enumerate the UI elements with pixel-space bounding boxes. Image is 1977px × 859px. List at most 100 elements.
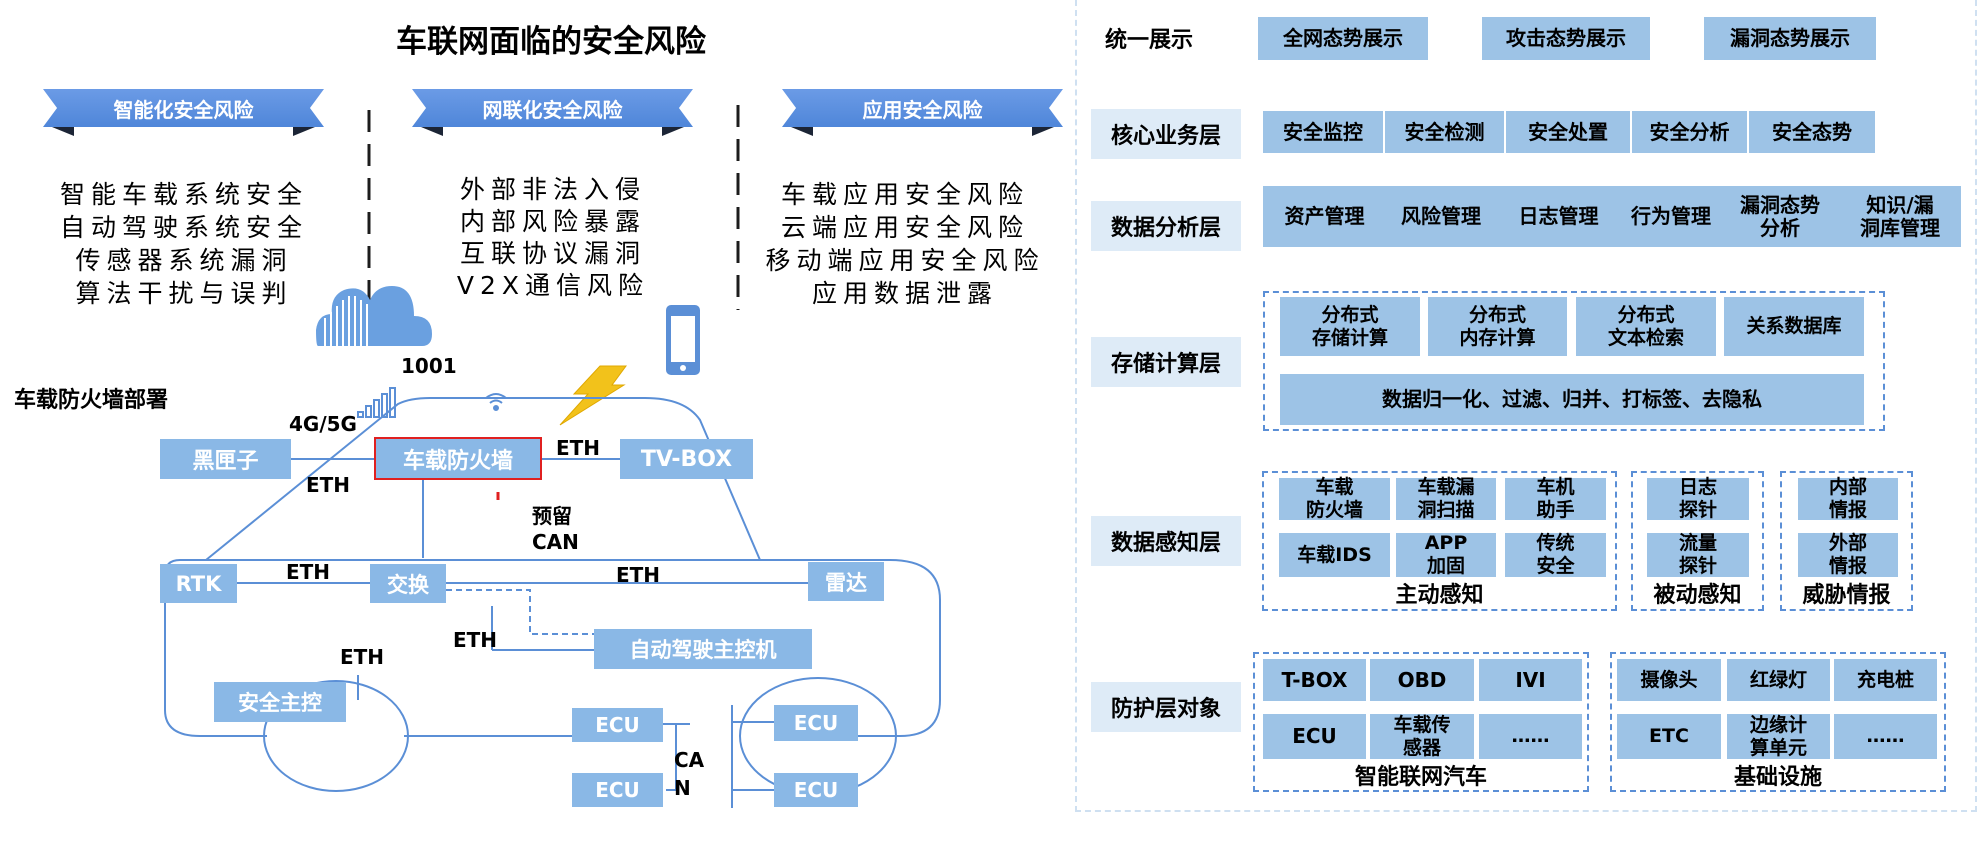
risk-item: 互联协议漏洞: [459, 239, 646, 268]
switch-box: 交换: [370, 564, 446, 603]
vehicle-group: [1253, 652, 1589, 792]
eth-label: ETH: [286, 560, 331, 584]
eth-label: ETH: [453, 628, 498, 652]
vehicle-cell: 车载传 感器: [1370, 714, 1474, 759]
eth-label: ETH: [556, 436, 601, 460]
display-cell: 攻击态势展示: [1482, 17, 1650, 60]
eth-label: ETH: [306, 473, 351, 497]
banner-network-label: 网联化安全风险: [412, 89, 693, 127]
passive-perception-group: [1631, 471, 1764, 611]
vehicle-group-title: 智能联网汽车: [1354, 765, 1487, 790]
layer-label-analysis: 数据分析层: [1091, 201, 1241, 251]
active-cell: 传统 安全: [1505, 532, 1606, 577]
wifi-icon: [485, 393, 507, 411]
risk-item: 云端应用安全风险: [780, 213, 1029, 242]
display-cell: 全网态势展示: [1258, 17, 1428, 60]
blackbox-box: 黑匣子: [160, 439, 291, 479]
active-perception-group: [1262, 471, 1617, 611]
risk-item: 传感器系统漏洞: [75, 246, 293, 275]
infra-cell: 红绿灯: [1727, 659, 1830, 701]
layer-label-core: 核心业务层: [1091, 109, 1241, 159]
layer-label-protection: 防护层对象: [1091, 682, 1241, 732]
vehicle-cell: OBD: [1370, 659, 1474, 701]
core-cell: 安全监控: [1263, 111, 1383, 153]
core-cell: 安全处置: [1506, 111, 1630, 153]
active-cell: 车载IDS: [1279, 533, 1390, 577]
layer-label-perception: 数据感知层: [1091, 516, 1241, 566]
reserve-can-label: 预留 CAN: [532, 504, 579, 554]
rtk-box: RTK: [160, 564, 237, 603]
firewall-box: 车载防火墙: [374, 437, 542, 480]
vehicle-cell: ECU: [1263, 714, 1366, 759]
infra-cell: ……: [1834, 714, 1937, 759]
risk-list-intelligent: 智能车载系统安全 自动驾驶系统安全 传感器系统漏洞 算法干扰与误判: [34, 178, 334, 310]
storage-cell: 分布式 文本检索: [1576, 297, 1716, 356]
analysis-cell: 知识/漏 洞库管理: [1839, 186, 1961, 247]
infra-cell: ETC: [1617, 714, 1721, 759]
active-cell: 车载漏 洞扫描: [1396, 476, 1496, 521]
signal-icon: [357, 387, 396, 418]
ecu-box: ECU: [774, 773, 858, 807]
core-cell: 安全检测: [1385, 111, 1504, 153]
network-label: 4G/5G: [289, 412, 357, 436]
lightning-icon: [559, 365, 627, 426]
storage-cell: 关系数据库: [1724, 297, 1864, 356]
passive-cell: 日志 探针: [1647, 476, 1749, 521]
banner-intelligent: 智能化安全风险: [43, 89, 324, 136]
active-cell: APP 加固: [1396, 532, 1496, 577]
phone-icon: [666, 305, 700, 375]
passive-perception-title: 被动感知: [1653, 583, 1742, 608]
risk-list-network: 外部非法入侵 内部风险暴露 互联协议漏洞 V2X通信风险: [403, 174, 703, 302]
adas-host-box: 自动驾驶主控机: [594, 629, 812, 669]
risk-item: 算法干扰与误判: [75, 279, 293, 308]
analysis-cell: 风险管理: [1386, 186, 1496, 247]
page-title: 车联网面临的安全风险: [396, 24, 706, 60]
storage-cell: 分布式 内存计算: [1428, 297, 1567, 356]
active-cell: 车载 防火墙: [1279, 476, 1390, 521]
storage-cell: 分布式 存储计算: [1280, 297, 1420, 356]
core-cell: 安全态势: [1749, 111, 1875, 153]
risk-item: 车载应用安全风险: [780, 180, 1029, 209]
infrastructure-group: [1610, 652, 1946, 792]
eth-label: ETH: [340, 645, 385, 669]
banner-application: 应用安全风险: [782, 89, 1063, 136]
active-cell: 车机 助手: [1505, 476, 1606, 521]
infra-cell: 充电桩: [1834, 659, 1937, 701]
vehicle-cell: IVI: [1479, 659, 1582, 701]
vehicle-cell: T-BOX: [1263, 659, 1366, 701]
can-bus-label: CA N: [674, 748, 705, 800]
banner-application-label: 应用安全风险: [782, 89, 1063, 127]
passive-cell: 流量 探针: [1647, 532, 1749, 577]
layer-label-display: 统一展示: [1104, 28, 1193, 53]
infrastructure-group-title: 基础设施: [1733, 765, 1822, 790]
active-perception-title: 主动感知: [1395, 583, 1484, 608]
banner-network: 网联化安全风险: [412, 89, 693, 136]
analysis-cell: 行为管理: [1621, 186, 1721, 247]
ecu-box: ECU: [774, 705, 858, 741]
eth-label: ETH: [616, 563, 661, 587]
risk-item: 移动端应用安全风险: [765, 246, 1045, 275]
tvbox-box: TV-BOX: [620, 439, 753, 479]
threat-intel-title: 威胁情报: [1802, 583, 1891, 608]
core-cell: 安全分析: [1632, 111, 1747, 153]
cloud-icon: [316, 286, 432, 346]
analysis-cell: 漏洞态势 分析: [1721, 186, 1839, 247]
analysis-cell: 资产管理: [1263, 186, 1386, 247]
vehicle-cell: ……: [1479, 714, 1582, 759]
safety-controller-box: 安全主控: [214, 682, 346, 722]
ecu-box: ECU: [572, 708, 663, 742]
layer-label-storage: 存储计算层: [1091, 337, 1241, 387]
infra-cell: 摄像头: [1617, 659, 1721, 701]
radar-box: 雷达: [808, 562, 884, 601]
intel-cell: 内部 情报: [1798, 476, 1898, 521]
risk-list-application: 车载应用安全风险 云端应用安全风险 移动端应用安全风险 应用数据泄露: [745, 178, 1065, 310]
num-label: 1001: [401, 354, 457, 378]
storage-wide-cell: 数据归一化、过滤、归并、打标签、去隐私: [1280, 374, 1864, 425]
risk-item: 应用数据泄露: [811, 279, 998, 308]
risk-item: 自动驾驶系统安全: [59, 213, 308, 242]
analysis-cell: 日志管理: [1496, 186, 1621, 247]
infra-cell: 边缘计 算单元: [1727, 714, 1830, 759]
architecture-panel: [1075, 0, 1977, 812]
deployment-diagram-lines: [164, 105, 941, 808]
risk-item: 内部风险暴露: [459, 207, 646, 236]
